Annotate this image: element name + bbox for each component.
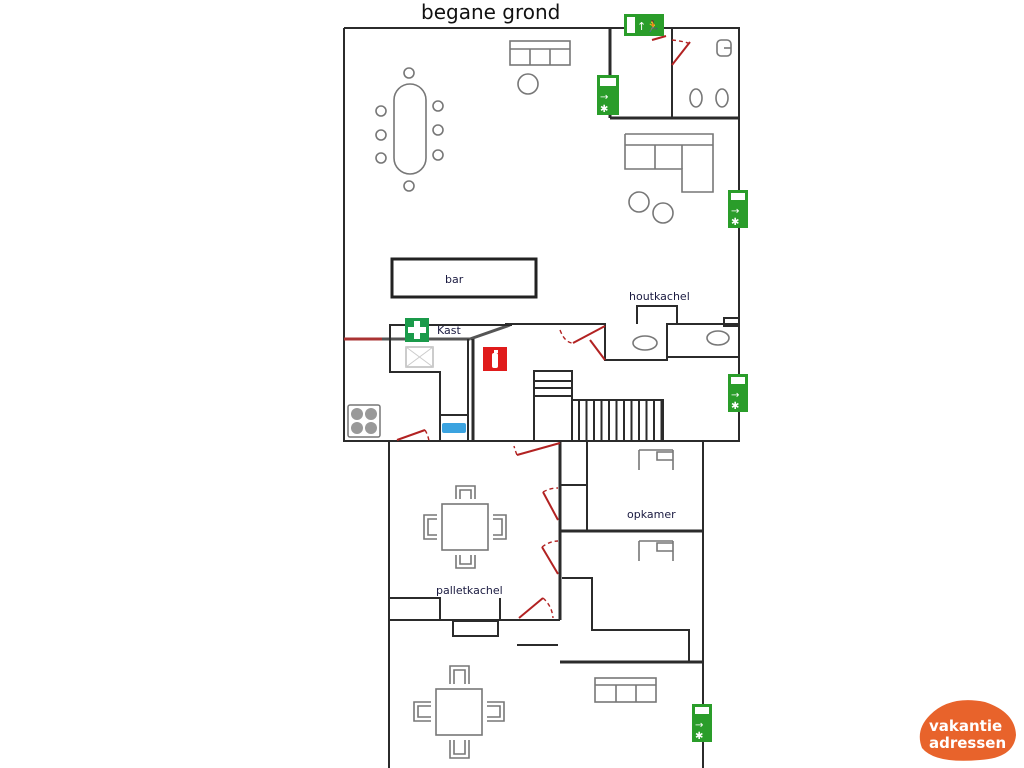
floor-title: begane grond [421,0,560,24]
first-aid-icon [405,318,429,342]
corner-sofa [624,133,714,224]
sofa-top [509,40,571,95]
exit-sign-3: → ✱ [728,374,748,412]
exit-sign-2: → ✱ [728,190,748,228]
bar-label: bar [445,273,464,286]
opkamer-label: opkamer [627,508,676,521]
svg-text:→: → [600,92,608,103]
kast-label: Kast [437,324,461,337]
svg-text:↑🏃: ↑🏃 [637,20,660,33]
lower-dining-2 [413,665,657,759]
lower-dining-1: palletkachel [389,441,562,646]
exit-sign-1: → ✱ [597,75,619,115]
svg-text:✱: ✱ [731,401,739,412]
svg-text:✱: ✱ [731,217,739,228]
fire-extinguisher-icon [483,347,507,371]
svg-text:→: → [695,720,703,731]
palletkachel-label: palletkachel [436,584,503,597]
opkamer: opkamer [560,441,703,664]
svg-text:✱: ✱ [695,731,703,742]
stairs [533,370,664,442]
houtkachel-area: houtkachel [505,290,740,361]
svg-text:→: → [731,206,739,217]
houtkachel-label: houtkachel [629,290,690,303]
logo-line1: vakantie [929,717,1002,735]
svg-text:✱: ✱ [600,104,608,115]
exit-sign-4: → ✱ [692,704,712,742]
outer-walls [343,27,740,768]
vakantie-adressen-logo[interactable]: vakantie adressen [919,700,1016,761]
dining-table [375,67,444,192]
toilet-rooms [608,28,739,120]
bar-counter: bar [390,257,538,299]
logo-line2: adressen [929,734,1006,752]
exit-sign-top: ↑🏃 [624,14,664,36]
svg-text:→: → [731,390,739,401]
kitchen: Kast [344,323,512,442]
